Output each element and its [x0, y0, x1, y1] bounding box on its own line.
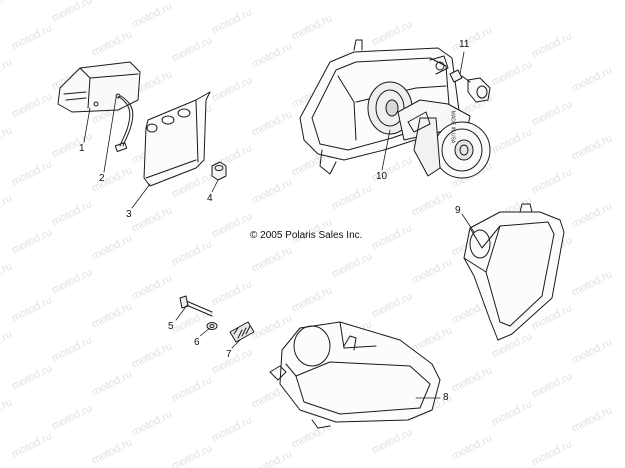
callout-8: 8	[443, 392, 449, 403]
callout-5: 5	[168, 321, 174, 332]
callout-1: 1	[79, 143, 85, 154]
part-6-washer	[206, 322, 218, 330]
part-10-bulb	[397, 99, 491, 179]
copyright-text: © 2005 Polaris Sales Inc.	[250, 230, 363, 241]
part-5-bolt	[179, 295, 213, 317]
part-11-bulb-socket	[449, 69, 491, 103]
leader-lines	[83, 51, 475, 399]
callout-6: 6	[194, 337, 200, 348]
callout-10: 10	[376, 171, 388, 182]
part-9-headlight-right	[463, 203, 565, 341]
callout-7: 7	[226, 349, 232, 360]
bulb-stamp: MADE IN USA	[449, 110, 456, 144]
part-4-nut	[211, 161, 227, 181]
part-8-headlight-left	[269, 321, 441, 429]
part-1-taillight-housing	[57, 61, 141, 113]
part-7-spring	[229, 321, 255, 343]
part-2-wire-harness	[114, 95, 134, 153]
callout-3: 3	[126, 209, 132, 220]
callout-2: 2	[99, 173, 105, 184]
callout-4: 4	[207, 193, 213, 204]
callout-11: 11	[459, 39, 470, 50]
callout-9: 9	[455, 205, 461, 216]
part-3-bracket-plate	[143, 91, 211, 187]
